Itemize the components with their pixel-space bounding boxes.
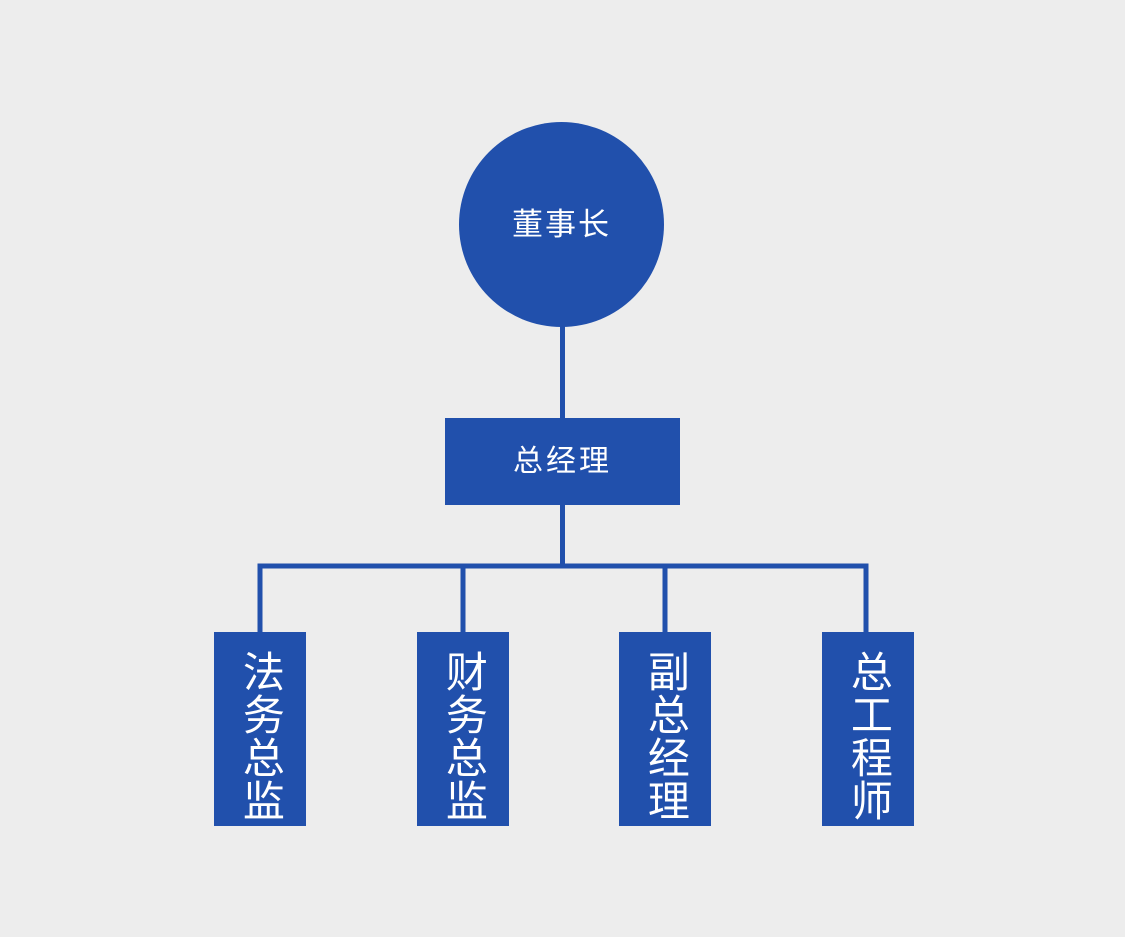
node-department-chief-engineer[interactable]: 总工程师	[822, 632, 914, 826]
node-chairman[interactable]: 董事长	[459, 122, 664, 327]
node-department-finance-label: 财务总监	[440, 650, 488, 822]
node-department-finance[interactable]: 财务总监	[417, 632, 509, 826]
node-department-deputy-gm[interactable]: 副总经理	[619, 632, 711, 826]
node-department-legal[interactable]: 法务总监	[214, 632, 306, 826]
node-general-manager[interactable]: 总经理	[445, 418, 680, 505]
node-department-deputy-gm-label: 副总经理	[642, 650, 690, 822]
node-department-chief-engineer-label: 总工程师	[845, 650, 893, 822]
node-department-legal-label: 法务总监	[237, 650, 285, 822]
node-chairman-label: 董事长	[512, 207, 611, 242]
node-general-manager-label: 总经理	[513, 444, 612, 478]
